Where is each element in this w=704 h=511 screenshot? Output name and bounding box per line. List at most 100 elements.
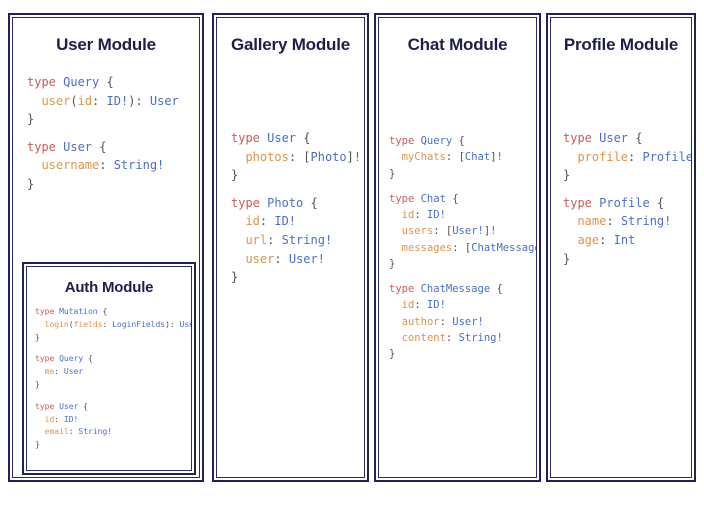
code-line: user: User! (231, 250, 350, 269)
graphql-type-definition: type Query { me: User} (35, 353, 183, 391)
graphql-type-definition: type Query { myChats: [Chat]!} (389, 133, 526, 182)
code-token (27, 158, 41, 172)
code-token: String! (78, 427, 113, 437)
code-token: ID! (63, 414, 79, 424)
code-line: id: ID! (231, 212, 350, 231)
panel-chat-module[interactable]: Chat Module type Query { myChats: [Chat]… (374, 13, 541, 482)
code-line: photos: [Photo]! (231, 148, 361, 167)
code-line: } (389, 166, 526, 182)
code-token: type (231, 195, 268, 210)
code-token: { (78, 401, 88, 411)
code-token: users (401, 225, 434, 238)
code-token: String! (113, 158, 165, 173)
code-line: author: User! (389, 314, 526, 330)
code-token: Int (613, 232, 636, 247)
code-line: type ChatMessage { (389, 281, 526, 297)
code-token: { (628, 131, 643, 145)
code-token: : (606, 214, 621, 229)
code-line: type Query { (35, 353, 183, 366)
code-token: User (63, 139, 93, 154)
code-token: Photo (267, 195, 304, 210)
code-line: } (35, 439, 183, 452)
panel-profile-module[interactable]: Profile Module type User { profile: Prof… (546, 13, 696, 482)
code-token: ): (128, 93, 150, 108)
code-line: type Profile { (563, 194, 679, 213)
code-token: : (274, 251, 289, 266)
code-block-profile-module: type User { profile: Profile!} type Profi… (563, 129, 691, 269)
graphql-type-definition: type User { profile: Profile!} (563, 129, 691, 185)
code-token: : (92, 93, 107, 108)
code-token: String! (281, 232, 333, 247)
code-line: } (389, 346, 526, 362)
code-token: { (303, 195, 318, 210)
code-token (35, 367, 45, 376)
code-line: profile: Profile! (563, 148, 691, 167)
code-line: type User { (35, 401, 183, 414)
code-line: name: String! (563, 212, 679, 231)
code-token: } (35, 332, 40, 342)
code-block-gallery-module: type User { photos: [Photo]!}type Photo … (231, 129, 361, 287)
code-token (563, 214, 577, 228)
code-token: : (68, 427, 79, 437)
code-token: email (44, 427, 69, 437)
graphql-type-definition: type User { username: String!} (27, 138, 185, 194)
code-token: ] (483, 225, 491, 238)
code-line: type Mutation { (35, 306, 183, 319)
code-token: id (44, 414, 55, 424)
code-token: Chat (464, 151, 491, 164)
code-token: user (245, 251, 275, 266)
code-token: User (63, 367, 84, 377)
code-line: age: Int (563, 231, 679, 250)
panel-gallery-module[interactable]: Gallery Module type User { photos: [Phot… (212, 13, 369, 482)
panel-user-module[interactable]: User Module type Query { user(id: ID!): … (8, 13, 204, 482)
code-token: } (27, 112, 35, 127)
code-token: ] (346, 149, 354, 164)
panel-title-auth-module: Auth Module (64, 279, 154, 296)
code-token: type (27, 139, 64, 154)
code-token (231, 252, 245, 266)
code-line: } (563, 166, 679, 185)
code-token: : [ (433, 225, 453, 238)
code-token: } (231, 270, 239, 285)
code-token: fields (73, 319, 103, 329)
code-token (35, 320, 45, 329)
code-token: type (231, 131, 268, 145)
graphql-type-definition: type Chat { id: ID! users: [User!]! mess… (389, 191, 536, 272)
code-line: } (231, 166, 350, 185)
code-token: user (41, 93, 71, 108)
code-line: id: ID! (389, 297, 526, 313)
code-token: type (389, 192, 421, 205)
code-line: type Chat { (389, 191, 526, 207)
code-token: Profile (599, 195, 650, 210)
code-token: } (389, 348, 396, 361)
code-token: { (445, 192, 459, 205)
code-token: me (44, 367, 55, 377)
code-token (231, 214, 245, 228)
code-token (389, 242, 402, 254)
code-token: type (563, 195, 600, 210)
code-token: messages (401, 241, 453, 254)
code-line: users: [User!]! (389, 223, 526, 239)
code-token: User! (452, 225, 484, 238)
code-token: url (245, 232, 268, 247)
code-token: content (401, 331, 446, 344)
panel-auth-module[interactable]: Auth Module type Mutation { login(fields… (22, 262, 196, 475)
code-token: ! (353, 149, 362, 164)
code-line: } (563, 250, 679, 269)
code-token: : (414, 209, 427, 222)
code-token: ChatMessage (420, 283, 491, 296)
panel-gallery-module-inner: Gallery Module type User { photos: [Phot… (216, 17, 365, 478)
code-token: : (54, 367, 64, 377)
code-token: Query (59, 354, 84, 364)
panel-title-gallery-module: Gallery Module (230, 35, 351, 54)
panel-auth-module-inner: Auth Module type Mutation { login(fields… (26, 266, 192, 471)
code-token: type (389, 135, 421, 147)
code-token: id (401, 209, 415, 222)
code-token (389, 225, 402, 237)
code-token: } (35, 440, 40, 450)
code-token: User (599, 131, 629, 145)
code-line: messages: [ChatMessage]! (389, 240, 536, 256)
code-token: age (577, 232, 600, 247)
code-token: : (628, 149, 643, 164)
panel-user-module-inner: User Module type Query { user(id: ID!): … (12, 17, 200, 478)
